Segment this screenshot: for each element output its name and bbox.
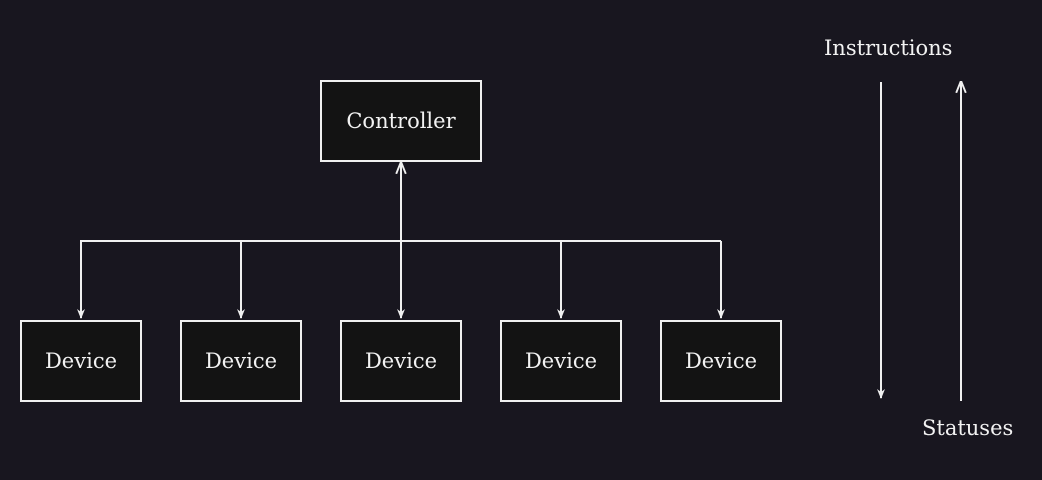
device-label: Device: [524, 349, 598, 373]
device-label: Device: [684, 349, 758, 373]
device-label: Device: [204, 349, 278, 373]
device-box-1: Device: [20, 320, 142, 402]
device-box-3: Device: [340, 320, 462, 402]
device-label: Device: [364, 349, 438, 373]
device-box-4: Device: [500, 320, 622, 402]
controller-label: Controller: [346, 109, 456, 133]
device-label: Device: [44, 349, 118, 373]
statuses-label: Statuses: [922, 416, 1014, 440]
controller-box: Controller: [320, 80, 482, 162]
instructions-label: Instructions: [824, 36, 953, 60]
device-box-2: Device: [180, 320, 302, 402]
device-box-5: Device: [660, 320, 782, 402]
